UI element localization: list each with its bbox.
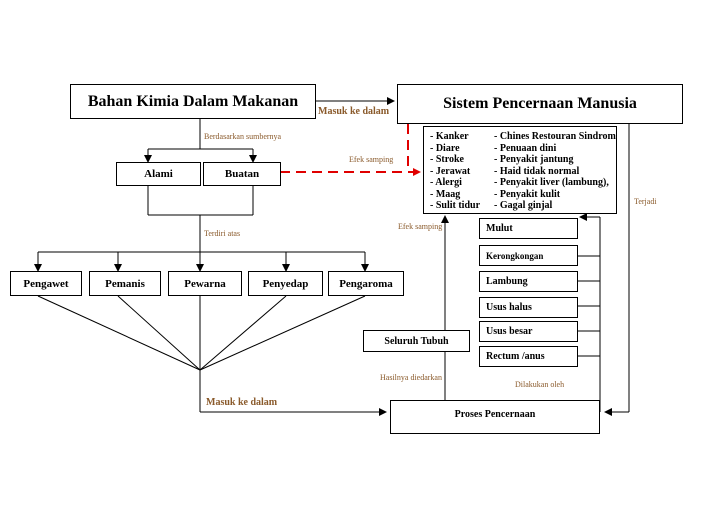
effect-item: - Jerawat [430,165,471,177]
effect-item: - Penuaan dini [494,142,557,154]
effect-item: - Penyakit liver (lambung), [494,177,609,188]
effect-item: - Maag [430,188,461,200]
pemanis-box: Pemanis [89,271,161,296]
label-masuk-bottom: Masuk ke dalam [206,397,278,408]
label-berdasarkan: Berdasarkan sumbernya [204,132,282,141]
effects-box: - Kanker - Diare - Stroke - Jerawat - Al… [423,126,617,214]
label-efek-samping-1: Efek samping [349,155,394,164]
pengaroma-box: Pengaroma [328,271,404,296]
effect-item: - Gagal ginjal [494,200,553,211]
converge-penyedap [199,295,287,371]
effect-item: - Sulit tidur [430,200,481,211]
effects-right-list: - Chines Restouran Sindrom - Penuaan din… [494,131,616,212]
rectum-box: Rectum /anus [479,346,578,367]
pewarna-box: Pewarna [168,271,242,296]
converge-pengawet [37,295,201,371]
alami-box: Alami [116,162,201,186]
lambung-box: Lambung [479,271,578,292]
usus-besar-box: Usus besar [479,321,578,342]
mulut-box: Mulut [479,218,578,239]
effect-item: - Alergi [430,177,462,188]
pengawet-box: Pengawet [10,271,82,296]
label-terdiri: Terdiri atas [204,229,241,238]
effect-item: - Stroke [430,154,464,165]
seluruh-tubuh-box: Seluruh Tubuh [363,330,470,352]
label-dilakukan: Dilakukan oleh [515,380,565,389]
label-masuk-top: Masuk ke dalam [318,106,390,117]
proses-pencernaan-box: Proses Pencernaan [390,400,600,434]
label-efek-samping-2: Efek samping [398,222,443,231]
effect-item: - Penyakit jantung [494,154,574,165]
label-hasilnya: Hasilnya diedarkan [380,373,442,382]
converge-pengaroma [199,295,366,371]
usus-halus-box: Usus halus [479,297,578,318]
effects-left-list: - Kanker - Diare - Stroke - Jerawat - Al… [430,131,480,212]
effect-item: - Penyakit kulit [494,188,561,200]
converge-pemanis [117,295,201,371]
bahan-kimia-box: Bahan Kimia Dalam Makanan [70,84,316,119]
effect-item: - Diare [430,142,460,154]
sistem-pencernaan-box: Sistem Pencernaan Manusia [397,84,683,124]
effect-item: - Kanker [430,131,469,142]
kerongkongan-box: Kerongkongan [479,245,578,266]
label-terjadi: Terjadi [634,197,657,206]
buatan-box: Buatan [203,162,281,186]
penyedap-box: Penyedap [248,271,323,296]
effect-item: - Chines Restouran Sindrom [494,131,616,142]
effect-item: - Haid tidak normal [494,165,580,177]
